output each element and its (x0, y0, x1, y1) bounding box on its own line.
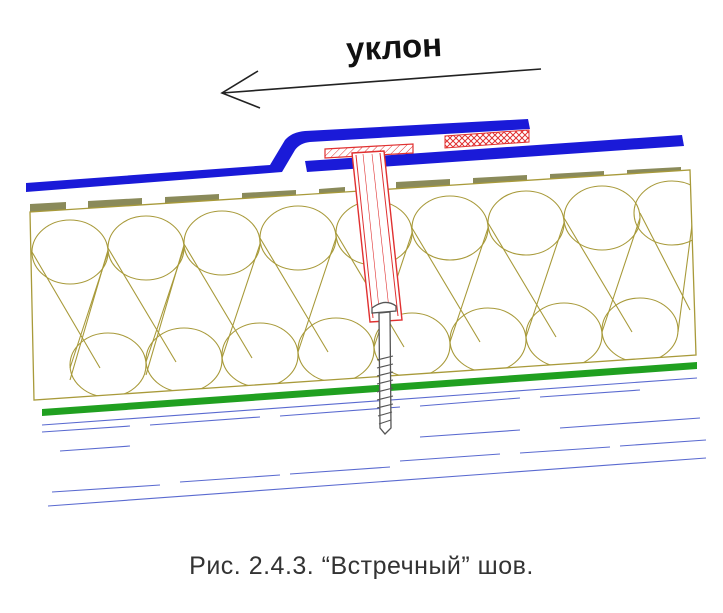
vapor-barrier (42, 362, 697, 416)
slope-arrow (220, 68, 542, 109)
sealing-strip (444, 129, 530, 149)
insulation-layer (29, 169, 697, 401)
screw (371, 301, 397, 435)
slope-label: уклон (345, 26, 443, 68)
fastener-sleeve (324, 143, 414, 323)
base-lines (41, 377, 707, 507)
membrane-upper-right (305, 135, 684, 172)
membrane-lower-left (26, 119, 530, 192)
figure-caption: Рис. 2.4.3. “Встречный” шов. (189, 552, 534, 580)
